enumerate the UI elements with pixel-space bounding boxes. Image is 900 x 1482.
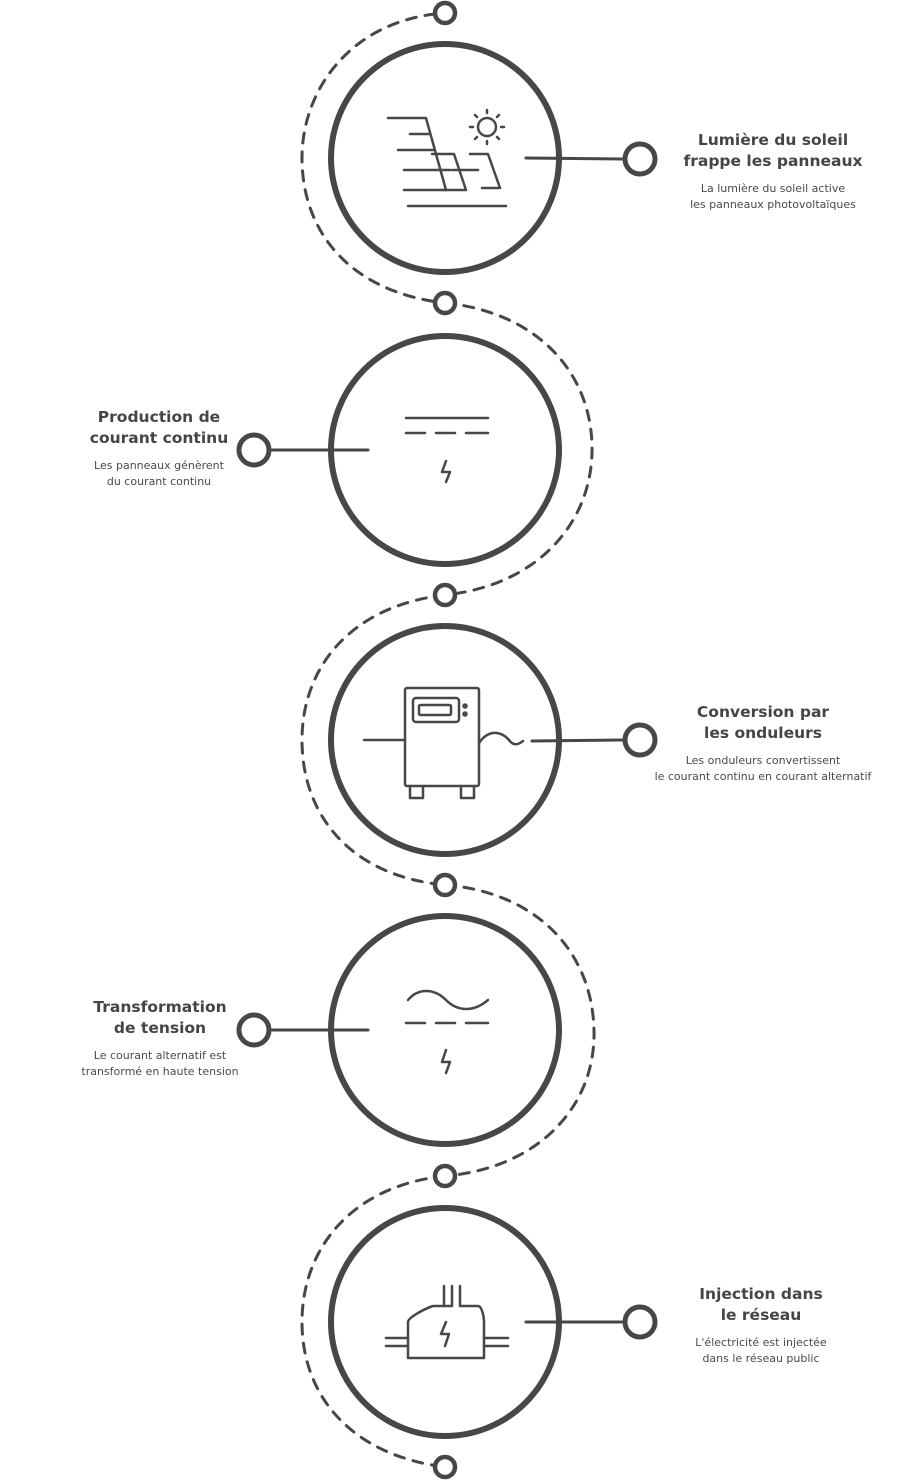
step-description: Le courant alternatif est transformé en … xyxy=(81,1049,239,1078)
grid-connection-icon xyxy=(384,1284,510,1360)
step-label-5: Injection dans le réseau L'électricité e… xyxy=(655,1284,867,1367)
callout-ring-1 xyxy=(622,141,658,177)
connector-arc-1 xyxy=(300,12,447,305)
step-label-1: Lumière du soleil frappe les panneaux La… xyxy=(655,130,891,213)
callout-line-3 xyxy=(530,738,624,743)
step-title: Conversion par les onduleurs xyxy=(696,703,830,742)
callout-ring-3 xyxy=(622,722,658,758)
step-label-3: Conversion par les onduleurs Les onduleu… xyxy=(632,702,894,785)
step-description: Les panneaux génèrent du courant continu xyxy=(94,459,224,488)
callout-ring-4 xyxy=(236,1012,272,1048)
junction-node xyxy=(432,872,458,898)
junction-node xyxy=(432,0,458,26)
connector-arc-4 xyxy=(443,883,596,1178)
step-title: Lumière du soleil frappe les panneaux xyxy=(683,131,863,170)
connector-arc-5 xyxy=(300,1174,447,1469)
step-title: Injection dans le réseau xyxy=(699,1285,823,1324)
connector-arc-3 xyxy=(300,593,447,887)
step-title: Production de courant continu xyxy=(89,408,229,447)
step-label-4: Transformation de tension Le courant alt… xyxy=(60,997,260,1080)
dashed-connectors xyxy=(300,12,596,1469)
direct-current-icon xyxy=(404,416,490,484)
junction-node xyxy=(432,1163,458,1189)
junction-node xyxy=(432,582,458,608)
step-description: L'électricité est injectée dans le résea… xyxy=(695,1336,827,1365)
callout-ring-5 xyxy=(622,1304,658,1340)
callout-ring-2 xyxy=(236,432,272,468)
inverter-icon xyxy=(362,686,525,800)
callout-line-1 xyxy=(524,156,624,161)
solar-panel-icon xyxy=(386,108,508,208)
step-title: Transformation de tension xyxy=(93,998,227,1037)
step-description: La lumière du soleil active les panneaux… xyxy=(690,182,856,211)
connector-arc-2 xyxy=(443,301,594,597)
junction-node xyxy=(432,1454,458,1480)
alternating-current-icon xyxy=(404,989,490,1075)
step-description: Les onduleurs convertissent le courant c… xyxy=(654,754,872,783)
step-label-2: Production de courant continu Les pannea… xyxy=(64,407,254,490)
junction-node xyxy=(432,290,458,316)
